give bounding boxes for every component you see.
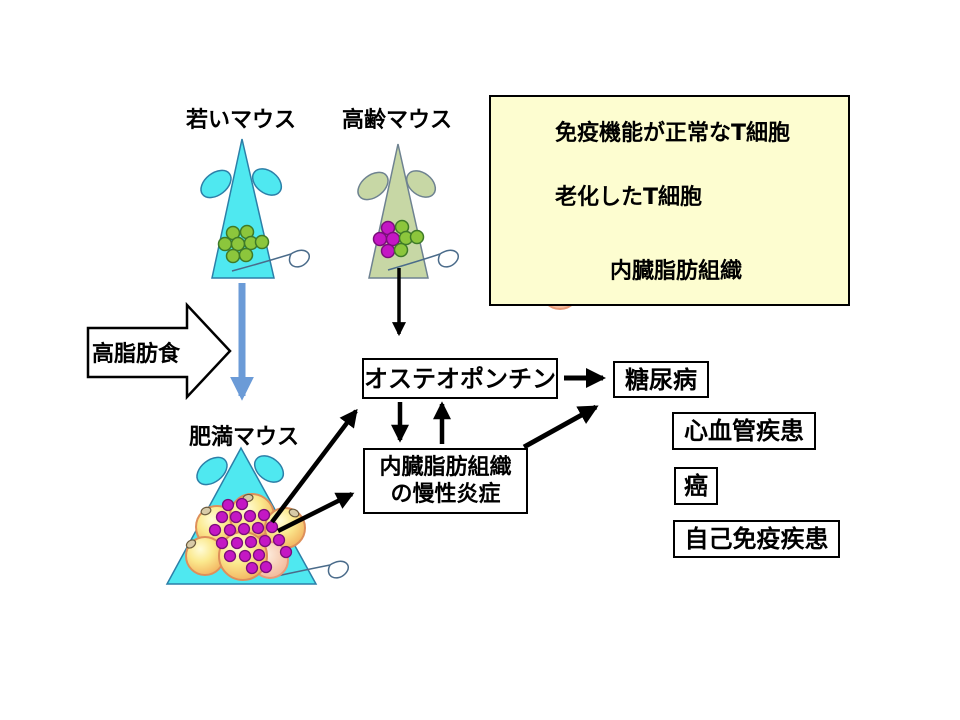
inflammation-line1: 内臓脂肪組織 <box>379 454 512 480</box>
young-mouse-label: 若いマウス <box>185 108 297 133</box>
high-fat-diet-block-arrow <box>86 301 232 401</box>
legend-normal-t-cell-label: 免疫機能が正常なT細胞 <box>555 121 791 146</box>
arrow-inflammation-to-diseases <box>522 404 599 450</box>
arrow-obese-to-osteopontin <box>270 408 358 524</box>
normal-t-cell-cluster-young <box>217 224 270 264</box>
autoimmune-box: 自己免疫疾患 <box>673 520 840 558</box>
legend-aged-t-cell-label: 老化したT細胞 <box>555 185 703 210</box>
obese-mouse-figure <box>165 446 350 585</box>
inflammation-box: 内臓脂肪組織 の慢性炎症 <box>363 448 528 514</box>
aged-mouse-figure <box>357 143 460 279</box>
aged-t-cell-cluster-obese <box>208 497 293 575</box>
aged-mouse-label: 高齢マウス <box>341 108 453 133</box>
inflammation-line2: の慢性炎症 <box>390 482 501 507</box>
obese-mouse-label: 肥満マウス <box>188 425 300 450</box>
high-fat-diet-label: 高脂肪食 <box>91 342 181 367</box>
legend-box <box>489 95 850 306</box>
osteopontin-box: オステオポンチン <box>362 358 558 399</box>
cardiovascular-box: 心血管疾患 <box>672 412 816 450</box>
arrow-obese-to-inflammation <box>276 491 355 534</box>
young-mouse-figure <box>200 138 311 279</box>
cancer-box: 癌 <box>674 467 718 505</box>
diabetes-box: 糖尿病 <box>613 361 709 398</box>
mixed-t-cell-cluster-aged <box>372 219 425 259</box>
legend-fat-tissue-label: 内臓脂肪組織 <box>610 259 743 284</box>
